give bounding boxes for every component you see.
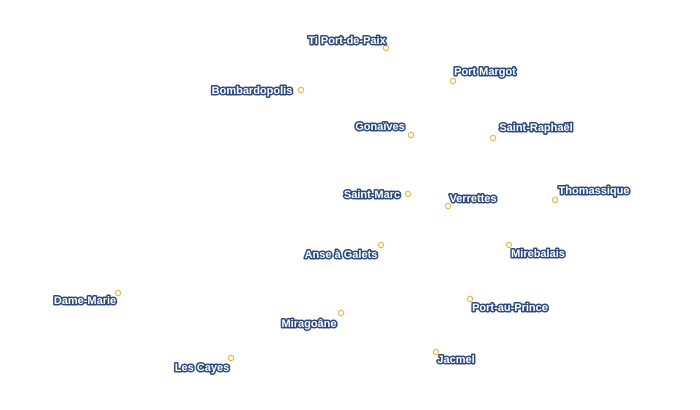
city-label-bombardopolis: Bombardopolis bbox=[212, 85, 293, 97]
city-marker-thomassique bbox=[551, 196, 559, 204]
city-marker-anse-a-galets bbox=[377, 241, 385, 249]
city-marker-bombardopolis bbox=[297, 86, 305, 94]
city-marker-verrettes bbox=[444, 202, 452, 210]
city-marker-saint-marc bbox=[404, 190, 412, 198]
city-label-saint-marc: Saint-Marc bbox=[344, 189, 400, 201]
city-marker-mirebalais bbox=[505, 241, 513, 249]
city-marker-ti-port-de-paix bbox=[382, 44, 390, 52]
city-label-port-margot: Port Margot bbox=[454, 66, 516, 78]
city-marker-miragoane bbox=[337, 309, 345, 317]
city-label-port-au-prince: Port-au-Prince bbox=[472, 302, 548, 314]
city-label-mirebalais: Mirebalais bbox=[511, 248, 565, 260]
city-marker-les-cayes bbox=[227, 354, 235, 362]
city-marker-dame-marie bbox=[114, 289, 122, 297]
city-marker-gonaives bbox=[407, 131, 415, 139]
city-label-gonaives: Gonaïves bbox=[355, 121, 405, 133]
city-label-anse-a-galets: Anse à Galets bbox=[305, 249, 378, 261]
city-label-jacmel: Jacmel bbox=[437, 354, 474, 366]
city-label-miragoane: Miragoâne bbox=[281, 318, 336, 330]
city-label-saint-raphael: Saint-Raphaël bbox=[499, 122, 572, 134]
city-label-verrettes: Verrettes bbox=[449, 193, 496, 205]
city-label-les-cayes: Les Cayes bbox=[175, 362, 229, 374]
city-label-ti-port-de-paix: Ti Port-de-Paix bbox=[308, 35, 386, 47]
city-marker-saint-raphael bbox=[489, 134, 497, 142]
city-label-thomassique: Thomassique bbox=[559, 185, 630, 197]
city-marker-port-margot bbox=[449, 77, 457, 85]
city-label-dame-marie: Dame-Marie bbox=[54, 295, 116, 307]
city-marker-port-au-prince bbox=[466, 295, 474, 303]
city-marker-jacmel bbox=[432, 348, 440, 356]
